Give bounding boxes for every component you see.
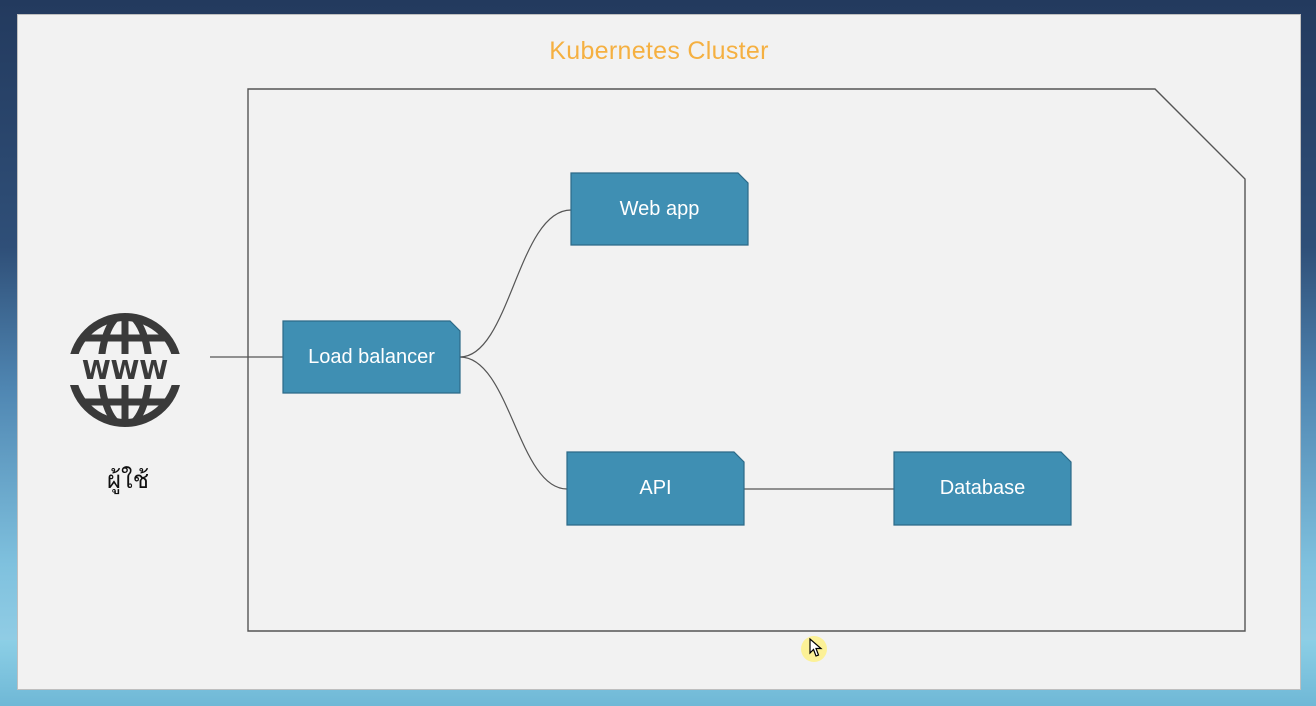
cluster-boundary xyxy=(247,88,1246,632)
node-web-app: Web app xyxy=(571,173,748,245)
node-database: Database xyxy=(894,452,1071,525)
node-shape-api xyxy=(566,451,745,526)
node-database-label: Database xyxy=(939,477,1026,499)
node-load-balancer: Load balancer xyxy=(283,321,460,393)
client-user-label: ผู้ใช้ xyxy=(106,466,150,494)
node-shape-database xyxy=(893,451,1072,526)
node-api: API xyxy=(567,452,744,525)
node-api-label: API xyxy=(639,477,672,499)
mouse-pointer-icon xyxy=(809,638,823,657)
edge-load-balancer-web-app xyxy=(459,209,572,358)
slide-canvas: Kubernetes Cluster Load balancer Web app… xyxy=(17,14,1301,690)
node-shape-load-balancer xyxy=(282,320,461,394)
www-globe-icon: WWW xyxy=(66,311,184,429)
www-icon-text: WWW xyxy=(82,356,168,386)
edge-load-balancer-api xyxy=(459,356,568,490)
cluster-title: Kubernetes Cluster xyxy=(549,37,769,65)
node-load-balancer-label: Load balancer xyxy=(308,345,435,368)
node-web-app-label: Web app xyxy=(619,197,700,220)
diagram-shapes xyxy=(210,88,1246,632)
node-shape-web-app xyxy=(570,172,749,246)
